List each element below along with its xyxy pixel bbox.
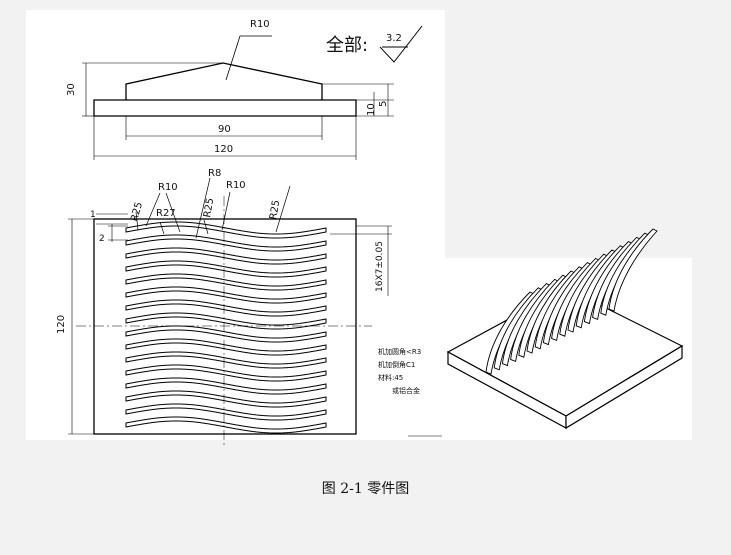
- wave-slot: [125, 299, 327, 317]
- wave-slot: [125, 260, 327, 278]
- note-line: 机加圆角<R3: [378, 347, 421, 356]
- top-r25-label-a: R25: [129, 201, 145, 223]
- dim-90-label: 90: [218, 124, 231, 135]
- isometric-view: [446, 228, 684, 430]
- note-line: 机加倒角C1: [378, 360, 415, 369]
- wave-slot: [125, 273, 327, 291]
- roughness-prefix: 全部:: [326, 35, 368, 56]
- wave-slot: [125, 416, 327, 434]
- dim-slots-label: 16X7±0.05: [375, 241, 385, 292]
- dim-top-120-label: 120: [56, 315, 67, 334]
- top-r8-label: R8: [208, 168, 221, 179]
- roughness-value: 3.2: [386, 33, 402, 44]
- wave-slot: [125, 325, 327, 343]
- top-r27-label: R27: [156, 208, 176, 219]
- front-view: [82, 35, 394, 160]
- figure-caption: 图 2-1 零件图: [321, 481, 410, 497]
- wave-slot: [125, 234, 327, 252]
- dim-base-small-label: 5: [378, 101, 389, 107]
- wave-slot: [125, 247, 327, 265]
- dim-height-label: 30: [66, 83, 77, 96]
- wave-slot: [125, 286, 327, 304]
- wave-slots: [125, 221, 327, 434]
- technical-notes: 机加圆角<R3 机加倒角C1 材料:45 或铝合金: [378, 347, 421, 395]
- top-r10-left-label: R10: [158, 182, 178, 193]
- top-outline: [93, 218, 357, 435]
- wave-slot: [125, 377, 327, 395]
- wave-slot: [125, 390, 327, 408]
- note-line: 或铝合金: [392, 386, 420, 395]
- iso-plate-right: [565, 344, 683, 430]
- radius-leaders: [135, 177, 291, 239]
- wave-slot: [125, 221, 327, 239]
- top-r10-right-label: R10: [226, 180, 246, 191]
- wave-slot: [125, 403, 327, 421]
- front-r10-label: R10: [250, 19, 270, 30]
- dim-2-label: 2: [99, 234, 105, 244]
- wave-slot: [125, 338, 327, 356]
- drawing-sheet: [26, 10, 445, 440]
- roughness-symbol: [379, 25, 423, 63]
- wave-slot: [125, 364, 327, 382]
- dim-base-label: 10: [366, 103, 377, 116]
- wave-slot: [125, 312, 327, 330]
- dim-1-label: 1: [90, 210, 96, 220]
- top-view: [68, 177, 392, 445]
- top-r25-label-b: R25: [202, 197, 216, 218]
- iso-fin: [608, 228, 658, 312]
- note-line: 材料:45: [378, 373, 403, 382]
- r10-leader: [225, 35, 272, 81]
- iso-fins: [485, 228, 658, 375]
- top-r25-label-c: R25: [268, 199, 282, 220]
- wave-slot: [125, 351, 327, 369]
- dim-120-label: 120: [214, 144, 233, 155]
- front-profile: [125, 62, 323, 100]
